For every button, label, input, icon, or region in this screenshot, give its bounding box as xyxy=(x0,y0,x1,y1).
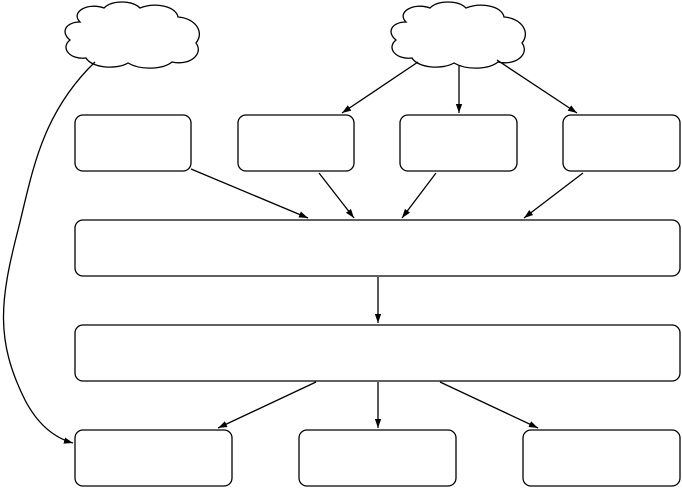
edge-top-box-3-to-middle-1 xyxy=(401,172,437,219)
bottom-box-1 xyxy=(74,429,233,487)
top-box-1 xyxy=(74,114,192,172)
top-box-4 xyxy=(562,114,681,172)
edge-cloud-right-to-top-box-4 xyxy=(496,59,578,114)
edge-top-box-1-to-middle-1 xyxy=(190,168,309,219)
edge-top-box-2-to-middle-1 xyxy=(318,172,355,219)
middle-wide-box-1 xyxy=(74,219,681,277)
edge-middle-2-to-bottom-1 xyxy=(217,381,317,429)
cloud-right xyxy=(390,1,527,69)
top-box-2 xyxy=(237,114,355,172)
bottom-box-2 xyxy=(298,429,457,487)
cloud-left xyxy=(64,1,201,69)
bottom-box-3 xyxy=(522,429,681,487)
edge-cloud-right-to-top-box-2 xyxy=(341,61,419,114)
edge-middle-2-to-bottom-3 xyxy=(439,381,539,429)
edge-cloud-left-to-bottom-1 xyxy=(2,61,96,444)
top-box-3 xyxy=(399,114,518,172)
edge-top-box-4-to-middle-1 xyxy=(523,172,584,219)
edges xyxy=(2,59,584,444)
middle-wide-box-2 xyxy=(74,324,681,382)
